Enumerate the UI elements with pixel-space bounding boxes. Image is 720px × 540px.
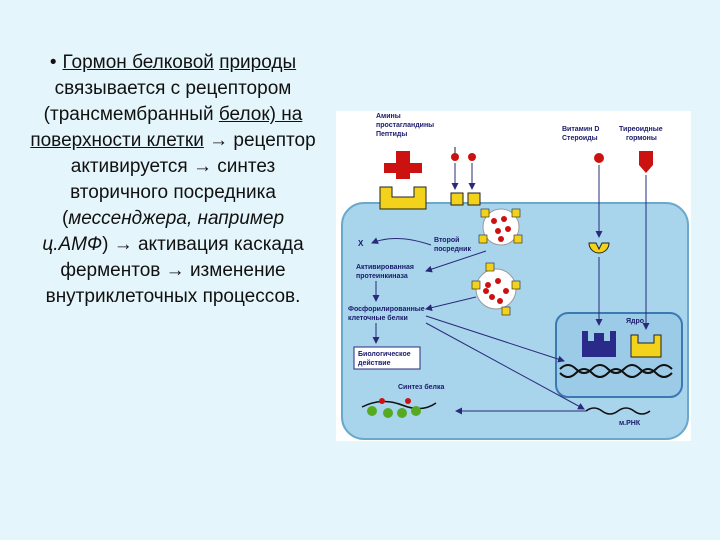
label-second-messenger-2: посредник <box>434 246 471 253</box>
label-bio-2: действие <box>358 359 391 367</box>
label-thyroid-2: гормоны <box>626 135 657 142</box>
ligand-circle-2 <box>468 153 476 161</box>
label-protein-synthesis: Синтез белка <box>398 383 444 391</box>
label-x: X <box>358 239 364 248</box>
label-phospho-1: Фосфорилированные <box>348 306 425 313</box>
figure-svg: Ядро Амины простагландины Пептиды Витами… <box>336 111 691 441</box>
label-peptides: Пептиды <box>376 131 407 138</box>
text-hormone-underlined: Гормон белковой <box>63 52 214 73</box>
text-nature-underlined: природы <box>219 52 296 73</box>
vesicle-lower <box>476 269 516 309</box>
ligand-circle-1 <box>451 153 459 161</box>
label-prostaglandins: простагландины <box>376 122 434 129</box>
label-mrna: м.РНК <box>619 420 641 427</box>
steroid-hormone <box>594 153 604 163</box>
nuclear-receptor-navy <box>582 331 616 357</box>
label-amines: Амины <box>376 113 401 120</box>
nucleus-label: Ядро <box>626 318 644 325</box>
label-thyroid-1: Тиреоидные <box>619 126 663 133</box>
bullet-marker: • <box>50 52 57 73</box>
slide-text: •Гормон белковой природы связывается с р… <box>28 50 318 310</box>
label-activated-pk-2: протеинкиназа <box>356 273 408 280</box>
hormone-mechanism-figure: Ядро Амины простагландины Пептиды Витами… <box>336 111 691 441</box>
small-receptor-2 <box>468 193 480 205</box>
small-receptor-1 <box>451 193 463 205</box>
label-second-messenger-1: Второй <box>434 236 459 244</box>
label-activated-pk-1: Активированная <box>356 264 414 271</box>
label-steroids: Стероиды <box>562 135 598 142</box>
label-phospho-2: клеточные белки <box>348 314 408 322</box>
nucleus <box>556 313 682 397</box>
label-bio-1: Биологическое <box>358 351 411 358</box>
label-vitamin-d: Витамин D <box>562 126 599 133</box>
